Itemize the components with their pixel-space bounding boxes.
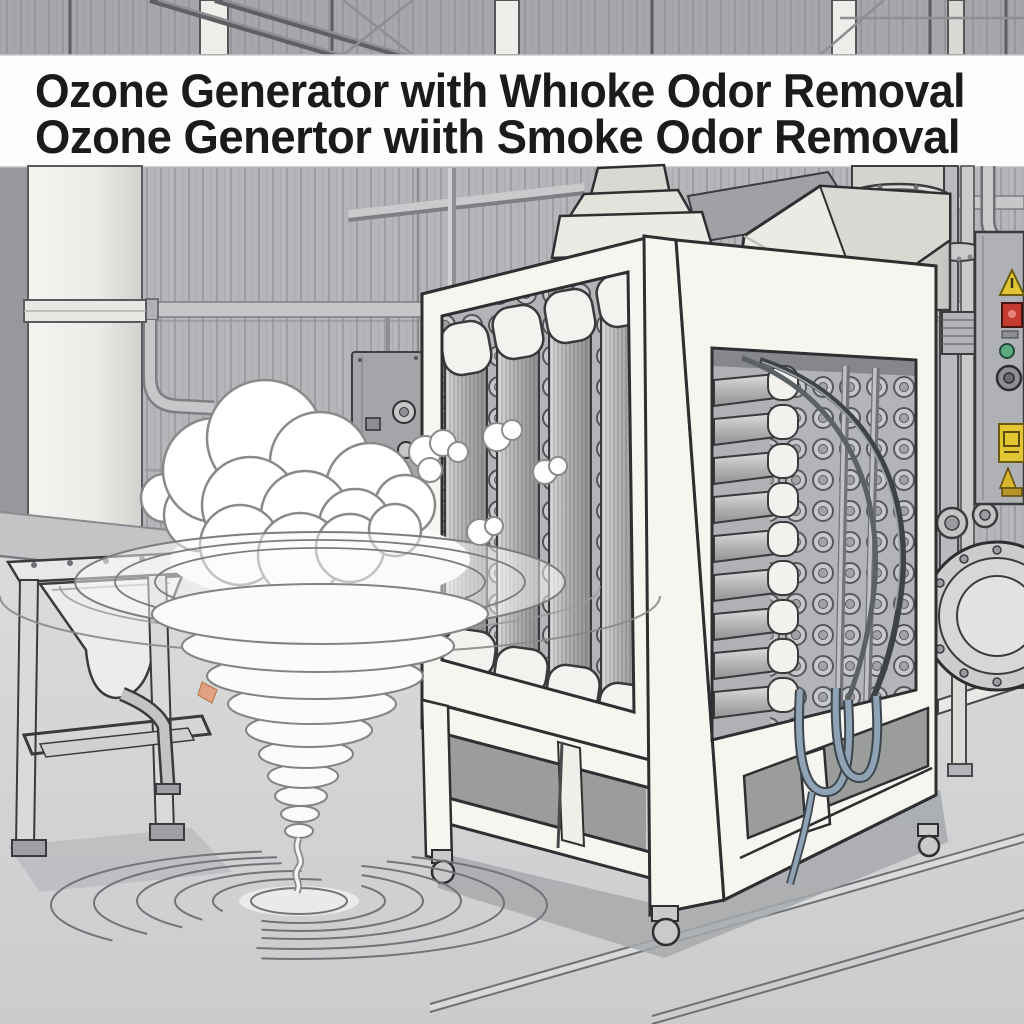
indicator-light-green xyxy=(999,343,1015,359)
smoke-vortex xyxy=(0,531,661,894)
warning-triangle-icon xyxy=(998,267,1024,296)
horizontal-tube-bank xyxy=(712,348,916,768)
hazard-icon xyxy=(998,465,1023,497)
smoke-puffs xyxy=(408,419,568,546)
orange-accent xyxy=(197,681,218,704)
vertical-tube-bank xyxy=(439,271,653,733)
white-column xyxy=(23,165,147,563)
caption-banner: Ozone Generator with Whıoke Odor Removal… xyxy=(0,54,1024,168)
caption-line-2: Ozone Genertor wiith Smoke Odor Removal xyxy=(35,110,960,163)
pump-flange xyxy=(921,540,1024,692)
right-control-panel xyxy=(973,230,1024,506)
gauge-knob xyxy=(995,364,1023,392)
floor-ripples xyxy=(50,850,548,960)
blue-hoses xyxy=(786,687,883,886)
warning-label-yellow xyxy=(998,423,1024,463)
factory-ceiling-trusses xyxy=(0,0,1024,58)
caption-line-1: Ozone Generator with Whıoke Odor Removal xyxy=(35,64,965,117)
alarm-button xyxy=(1001,302,1023,339)
machine-shadow xyxy=(436,790,948,958)
